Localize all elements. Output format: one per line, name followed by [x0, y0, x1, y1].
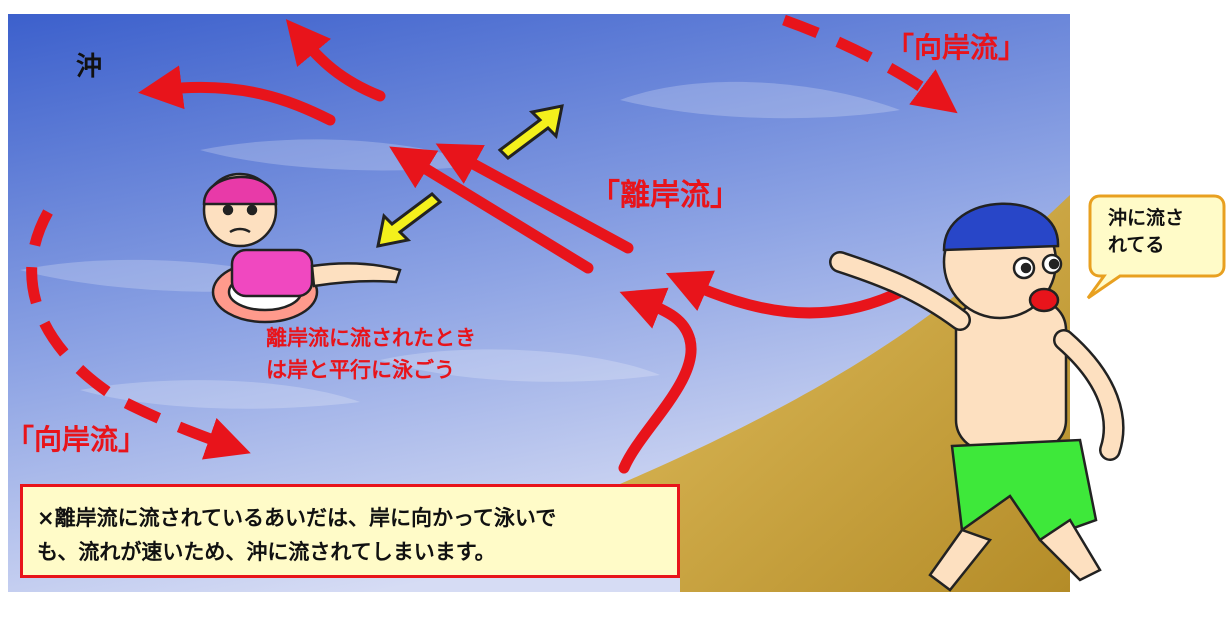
- onshore-current-label-left: 「向岸流」: [6, 423, 147, 456]
- warning-box: ×離岸流に流されているあいだは、岸に向かって泳いで も、流れが速いため、沖に流さ…: [20, 484, 680, 578]
- warning-line-1: ×離岸流に流されているあいだは、岸に向かって泳いで: [37, 506, 557, 530]
- rip-current-label: 「離岸流」: [590, 178, 740, 213]
- offshore-label: 沖: [76, 52, 103, 82]
- swim-direction-arrows: [376, 104, 564, 248]
- speech-bubble: [1086, 194, 1226, 300]
- offshore-spread-arrows: [138, 19, 386, 126]
- speech-bubble-line-1: 沖に流さ: [1108, 207, 1185, 229]
- warning-text: ×離岸流に流されているあいだは、岸に向かって泳いで も、流れが速いため、沖に流さ…: [37, 501, 556, 569]
- advice-line-1: 離岸流に流されたとき: [266, 326, 476, 350]
- boy-figure: [829, 202, 1125, 592]
- speech-bubble-line-2: れてる: [1108, 234, 1165, 256]
- onshore-current-label-top: 「向岸流」: [886, 31, 1027, 64]
- rip-current-arrows: [389, 143, 906, 474]
- girl-swimmer-figure: [202, 172, 402, 324]
- onshore-current-arrows: [26, 14, 958, 460]
- speech-bubble-text: 沖に流さ れてる: [1108, 205, 1184, 259]
- advice-text: 離岸流に流されたとき は岸と平行に泳ごう: [266, 322, 476, 386]
- advice-line-2: は岸と平行に泳ごう: [266, 358, 455, 382]
- swim-arrow-lower: [376, 192, 443, 248]
- swim-arrow-upper: [497, 104, 564, 160]
- warning-line-2: も、流れが速いため、沖に流されてしまいます。: [37, 540, 496, 564]
